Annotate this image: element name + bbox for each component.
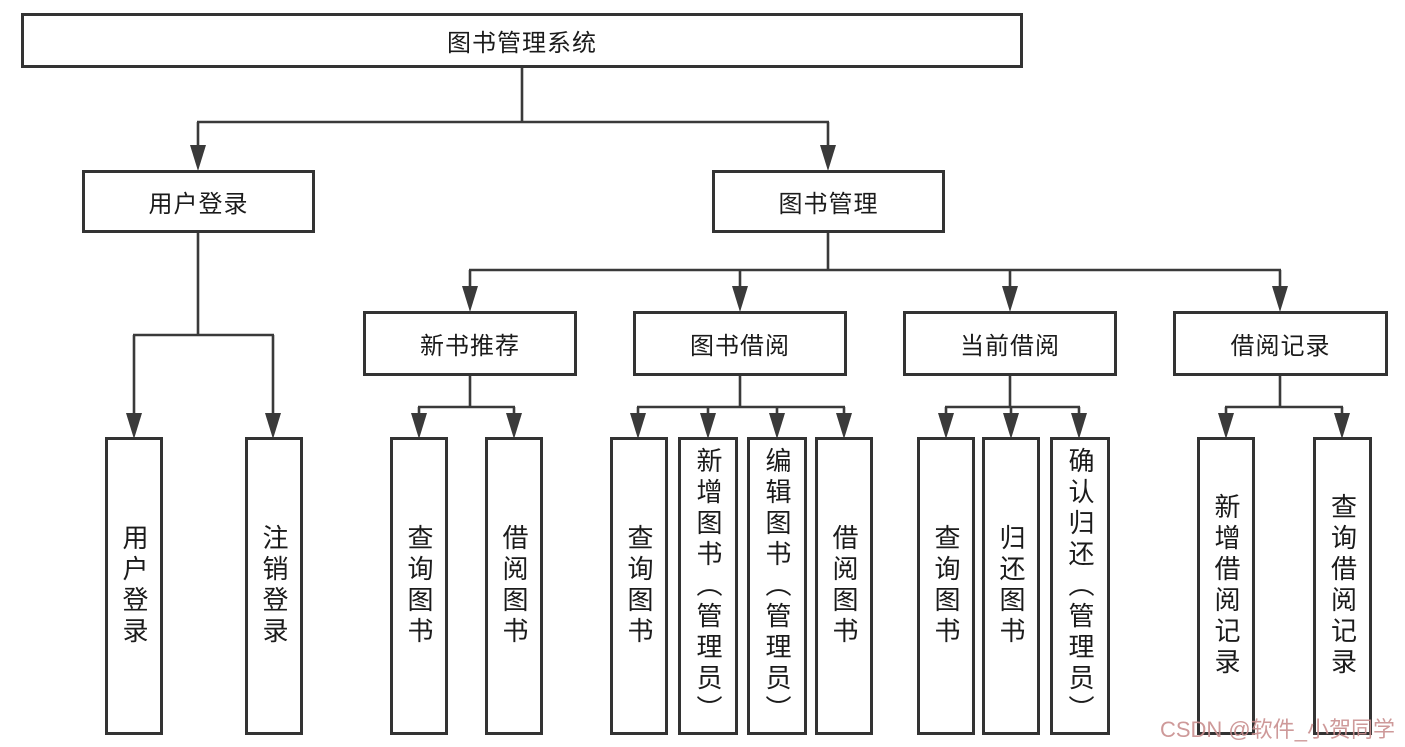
leaf-nb-query-books-label: 查询图书	[404, 524, 434, 648]
leaf-bb-add-books-admin-label: 新增图书（管理员）	[693, 446, 723, 726]
node-book-management: 图书管理	[712, 170, 945, 233]
node-new-book-recommend: 新书推荐	[363, 311, 577, 376]
node-book-borrowing: 图书借阅	[633, 311, 847, 376]
leaf-br-add-record-label: 新增借阅记录	[1211, 493, 1241, 679]
node-borrow-records: 借阅记录	[1173, 311, 1388, 376]
csdn-watermark: CSDN @软件_小贺同学	[1159, 717, 1395, 742]
leaf-nb-borrow-books: 借阅图书	[485, 437, 543, 735]
leaf-bb-query-books: 查询图书	[610, 437, 668, 735]
leaf-bb-borrow-books: 借阅图书	[815, 437, 873, 735]
connector-new-book-recommend	[417, 376, 516, 416]
leaf-user-login-label: 用户登录	[119, 524, 149, 648]
node-borrow-records-label: 借阅记录	[1230, 333, 1331, 360]
leaf-logout-login: 注销登录	[245, 437, 303, 735]
leaf-bb-edit-books-admin: 编辑图书（管理员）	[747, 437, 807, 735]
node-new-book-recommend-label: 新书推荐	[420, 333, 520, 360]
leaf-cb-confirm-return-admin: 确认归还（管理员）	[1050, 437, 1110, 735]
node-current-borrowing: 当前借阅	[903, 311, 1117, 376]
connector-borrow-records	[1224, 376, 1344, 416]
connector-current-borrowing	[944, 376, 1081, 416]
node-book-management-label: 图书管理	[778, 191, 879, 218]
leaf-br-query-record-label: 查询借阅记录	[1327, 493, 1358, 679]
leaf-br-add-record: 新增借阅记录	[1197, 437, 1255, 735]
leaf-cb-query-books-label: 查询图书	[931, 524, 961, 648]
node-user-login: 用户登录	[82, 170, 315, 233]
leaf-user-login: 用户登录	[105, 437, 163, 735]
node-library-system-label: 图书管理系统	[447, 30, 597, 57]
connector-book-borrowing	[636, 376, 846, 416]
connector-user-login	[132, 233, 275, 416]
leaf-bb-borrow-books-label: 借阅图书	[829, 524, 859, 648]
node-user-login-label: 用户登录	[148, 191, 249, 218]
node-current-borrowing-label: 当前借阅	[960, 333, 1060, 360]
leaf-bb-query-books-label: 查询图书	[624, 524, 654, 648]
leaf-bb-add-books-admin: 新增图书（管理员）	[678, 437, 738, 735]
leaf-logout-login-label: 注销登录	[259, 524, 289, 648]
leaf-cb-return-books: 归还图书	[982, 437, 1040, 735]
leaf-cb-return-books-label: 归还图书	[996, 524, 1026, 648]
node-book-borrowing-label: 图书借阅	[690, 333, 790, 360]
leaf-nb-query-books: 查询图书	[390, 437, 448, 735]
node-library-system: 图书管理系统	[21, 13, 1023, 68]
leaf-nb-borrow-books-label: 借阅图书	[499, 524, 529, 648]
connector-book-management	[468, 233, 1282, 290]
connector-root	[196, 68, 830, 150]
leaf-cb-confirm-return-admin-label: 确认归还（管理员）	[1065, 446, 1095, 726]
leaf-br-query-record: 查询借阅记录	[1313, 437, 1372, 735]
leaf-cb-query-books: 查询图书	[917, 437, 975, 735]
leaf-bb-edit-books-admin-label: 编辑图书（管理员）	[762, 446, 792, 726]
